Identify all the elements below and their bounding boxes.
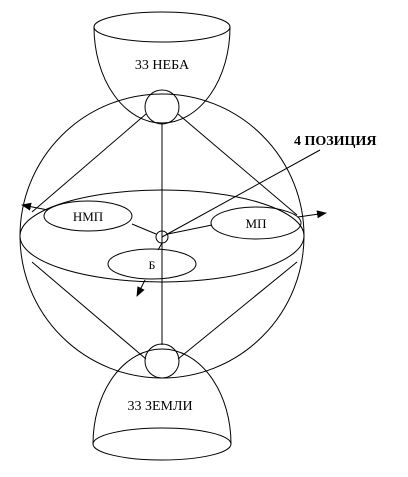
position-label: 4 ПОЗИЦИЯ [294,134,376,149]
mp-ellipse [210,206,302,240]
direction-arrows [21,202,327,297]
equator-disk [19,189,305,283]
nmp-ellipse [43,200,133,232]
b-ellipse [107,248,197,280]
upper-pole-circle [144,89,180,125]
lower-pole-circle [144,343,180,379]
heavens-label: 33 НЕБА [135,58,190,73]
mp-label: МП [246,216,267,231]
connecting-lines [31,113,321,360]
upper-bowl [93,11,231,124]
nmp-label: НМП [73,209,103,224]
lower-bowl [92,348,232,461]
center-spokes [131,223,213,251]
b-label: Б [149,258,156,272]
earths-label: 33 ЗЕМЛИ [127,399,192,414]
